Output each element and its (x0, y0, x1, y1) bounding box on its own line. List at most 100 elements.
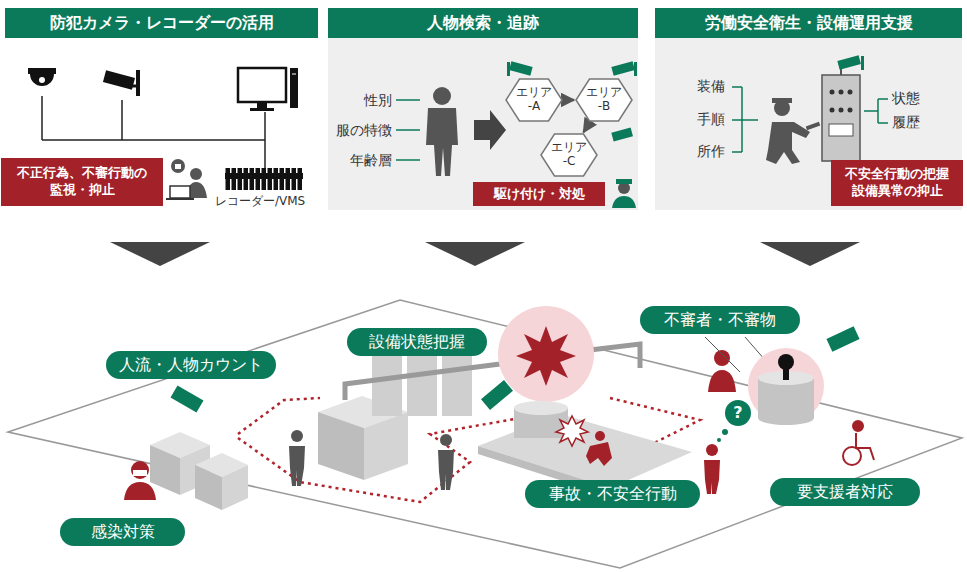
wiring (41, 96, 43, 140)
accident-icon (595, 431, 605, 441)
camera-icon (507, 62, 510, 76)
bullet-camera (136, 70, 140, 96)
node-text: 不審者・不審物 (664, 310, 776, 331)
box-block (150, 432, 248, 510)
alert-zone (516, 326, 576, 386)
suspect-icon (714, 350, 730, 366)
suspect-icon (708, 370, 736, 392)
process-arrow (474, 110, 506, 150)
flow-arrow (584, 123, 590, 132)
label-text: 年齢層 (350, 152, 392, 170)
area-hexagon: エリア -A (505, 78, 563, 122)
control-panel (839, 108, 844, 113)
hexagon-outline (506, 79, 562, 121)
down-arrow (425, 242, 525, 266)
node-text: 不正行為、不審行動の 監視・抑止 (5, 165, 159, 199)
suspicious-object (748, 348, 824, 424)
panel-header: 人物検索・追跡 (328, 8, 638, 38)
masked-person (124, 482, 156, 500)
dome-camera (30, 74, 54, 86)
wiring (121, 100, 123, 140)
monitor (238, 68, 298, 111)
panel-ground (328, 8, 638, 210)
camera-icon (509, 61, 533, 75)
dome-camera (39, 77, 45, 83)
scene-label: 人流・人物カウント (106, 351, 276, 379)
suspicious-object (758, 411, 814, 425)
panel: 労働安全衛生・設備運用支援不安全行動の把握 設備異常の抑止 (655, 8, 962, 210)
monitor (290, 68, 298, 108)
result-box: 不正行為、不審行動の 監視・抑止 (1, 158, 163, 206)
area-hexagon: エリア -C (540, 133, 598, 177)
question-bubble (722, 429, 728, 435)
control-panel (822, 75, 860, 161)
camera-icon (826, 326, 859, 351)
masked-person (131, 461, 149, 479)
floor (8, 300, 962, 568)
box-block (195, 465, 222, 510)
control-panel (848, 90, 853, 95)
node-text: エリア -C (547, 141, 590, 169)
bracket (732, 86, 742, 88)
camera-icon (611, 61, 635, 75)
red-zone (238, 398, 320, 434)
suspicious-object (748, 348, 824, 425)
camera-icon (171, 385, 204, 412)
accident-icon (586, 442, 612, 466)
control-panel (839, 90, 844, 95)
leader-line (396, 159, 420, 161)
person-silhouette (426, 108, 458, 176)
bracket (878, 122, 888, 124)
node-text: 感染対策 (91, 522, 155, 543)
label-text: 状態 (892, 90, 920, 108)
masked-person (124, 461, 156, 500)
operator-icon (190, 168, 202, 180)
node-text: 設備状態把握 (369, 332, 465, 353)
result-box: 不安全行動の把握 設備異常の抑止 (831, 160, 963, 206)
node-text: 事故・不安全行動 (549, 484, 677, 505)
guard-icon (616, 179, 632, 184)
question-bubble (717, 438, 721, 442)
label-text: 所作 (697, 143, 725, 161)
question-bubble (725, 400, 751, 426)
wiring (42, 139, 265, 141)
camera-icon (611, 128, 633, 142)
accident-icon (556, 416, 588, 446)
label-text: レコーダー/VMS (215, 193, 305, 210)
panel-header: 労働安全衛生・設備運用支援 (655, 8, 962, 38)
tank (442, 350, 472, 416)
camera-icon (837, 55, 861, 69)
scene-label: 設備状態把握 (347, 328, 487, 356)
worker-icon (806, 122, 821, 131)
camera-icon (481, 380, 513, 410)
node-text: 不安全行動の把握 設備異常の抑止 (835, 166, 959, 200)
operator-icon (170, 186, 190, 198)
tank (407, 350, 437, 416)
alert-zone (498, 306, 594, 402)
camera-icon (861, 56, 864, 70)
result-box: 駆け付け・対処 (473, 182, 605, 206)
person-silhouette (433, 87, 451, 105)
monitor (292, 74, 296, 75)
guard-icon (612, 196, 636, 208)
operator-icon (166, 198, 194, 200)
label-text: 服の特徴 (336, 122, 392, 140)
down-arrow (110, 242, 860, 266)
operator-icon (166, 159, 207, 199)
worker-icon (766, 122, 810, 164)
flow-arrow (564, 99, 574, 102)
worker-icon (766, 98, 820, 164)
platform (514, 401, 568, 415)
hexagon-outline (541, 134, 597, 176)
control-panel (830, 108, 835, 113)
accident-icon (556, 416, 612, 466)
node-text: 駆け付け・対処 (494, 186, 585, 203)
person-icon (438, 450, 454, 490)
wheelchair-icon (856, 433, 874, 460)
guard-icon (612, 179, 636, 208)
down-arrow (110, 242, 210, 266)
monitor (257, 102, 267, 108)
dome-camera (28, 68, 56, 86)
panel-ground (655, 8, 962, 210)
scene-label: 感染対策 (60, 518, 185, 546)
